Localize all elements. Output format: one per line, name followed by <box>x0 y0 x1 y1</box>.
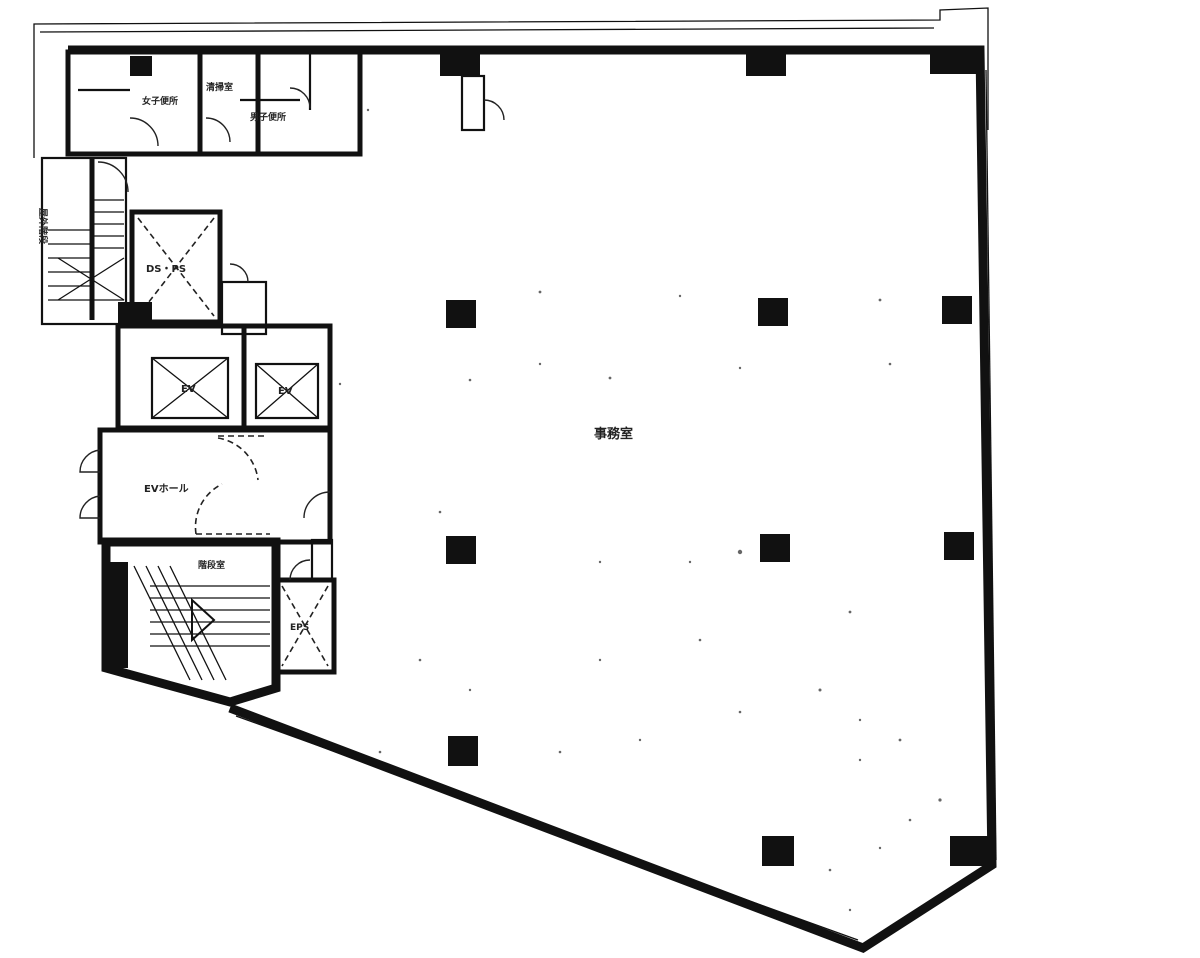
elevator-1-x2 <box>151 357 229 419</box>
elevator-2-x2 <box>255 363 319 419</box>
elevator-block-outline <box>115 323 333 431</box>
office-diagonal-inner <box>235 715 859 941</box>
eps-cross-1 <box>281 585 329 667</box>
stair-room-treads <box>133 565 270 681</box>
column-r1-c3 <box>942 296 972 324</box>
elevator-hall-label: EVホール <box>144 483 189 495</box>
womens-wc-label: 女子便所 <box>142 95 178 107</box>
column-top-4 <box>930 52 980 74</box>
column-top-3 <box>746 54 786 76</box>
office-east-inner <box>985 69 997 861</box>
column-r3-c1 <box>448 736 478 766</box>
eps-small-box <box>310 538 334 582</box>
column-top-2 <box>440 54 480 76</box>
pipe-shaft-small <box>460 74 486 132</box>
column-corner-se <box>950 836 988 866</box>
elevator-hall-east-door <box>303 491 331 519</box>
toilet-door-1 <box>129 117 159 147</box>
elevator-1-label: EV <box>181 384 196 395</box>
stair-room-label: 階段室 <box>198 559 225 571</box>
column-r1-c2 <box>758 298 788 326</box>
elevator-1-car <box>150 356 230 420</box>
top-ledge-inner <box>39 27 935 33</box>
office-columns <box>446 296 988 866</box>
toilet-block-outline <box>65 49 363 157</box>
outdoor-stair-door <box>97 161 129 193</box>
eps-shaft <box>273 577 337 675</box>
column-r2-c2 <box>760 534 790 562</box>
column-top-1 <box>130 56 152 76</box>
top-ledge-outline <box>33 7 989 158</box>
eps-label: EPS <box>290 623 309 633</box>
office-label: 事務室 <box>594 426 633 442</box>
mens-wc-label: 男子便所 <box>250 111 286 123</box>
elevator-2-label: EV <box>278 386 293 397</box>
column-r2-c3 <box>944 532 974 560</box>
elevator-hall-door-arc-2 <box>194 483 223 535</box>
outdoor-stair-label: 屋外階段 <box>37 208 49 245</box>
column-r2-c1 <box>446 536 476 564</box>
column-core-1 <box>118 302 152 326</box>
outdoor-stair-treads <box>48 199 125 301</box>
column-r4-c2 <box>762 836 794 866</box>
elevator-hall-west-door-2 <box>79 495 101 519</box>
stair-arrow <box>191 597 216 643</box>
elevator-hall-outline <box>97 427 333 545</box>
eps-door <box>289 559 311 581</box>
toilet-door-2 <box>205 117 231 143</box>
column-core-2 <box>106 562 128 668</box>
elevator-hall-door-arc-1 <box>217 437 259 481</box>
ds-ps-shaft <box>129 209 223 325</box>
toilet-door-3 <box>289 87 311 109</box>
eps-cross-2 <box>281 585 329 667</box>
pipe-shaft-door <box>483 99 505 121</box>
office-outer-wall <box>228 45 997 954</box>
cleaning-room-label: 清掃室 <box>206 81 233 93</box>
elevator-hall-west-door-1 <box>79 449 101 473</box>
shaft-right-door <box>229 263 249 283</box>
column-r1-c1 <box>446 300 476 328</box>
ds-ps-label: DS・PS <box>146 264 186 275</box>
scan-noise <box>338 108 942 912</box>
elevator-2-car <box>254 362 320 420</box>
ds-ps-cross-2 <box>137 217 215 317</box>
outdoor-stair-outline <box>40 156 128 326</box>
